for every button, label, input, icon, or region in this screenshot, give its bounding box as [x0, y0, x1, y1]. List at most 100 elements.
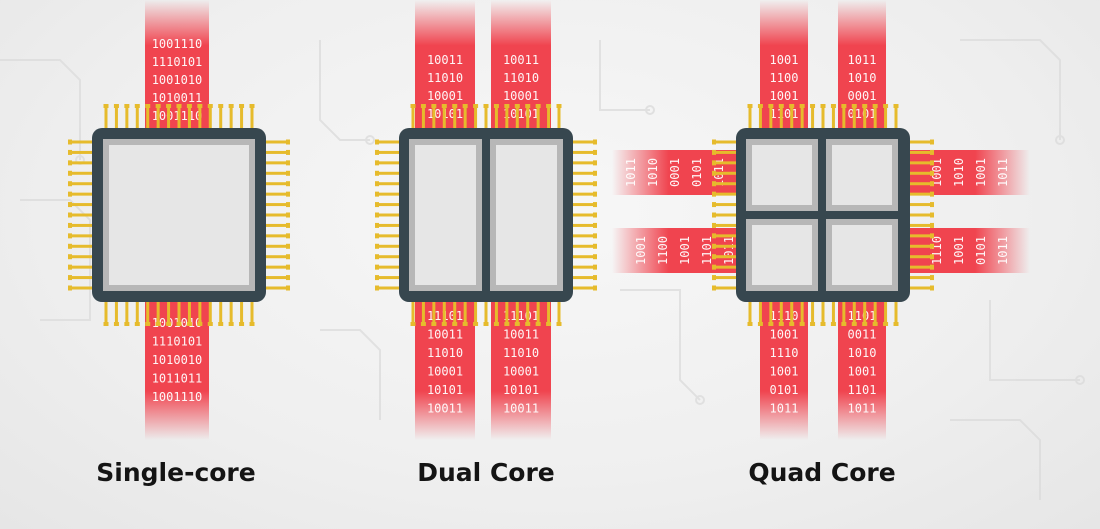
- pin: [286, 264, 290, 270]
- pin: [431, 322, 437, 326]
- pin: [266, 286, 288, 290]
- pin: [573, 161, 595, 165]
- pin: [286, 285, 290, 291]
- pin: [910, 161, 932, 165]
- pin: [186, 104, 192, 108]
- pin: [410, 104, 416, 108]
- bit-label: 1101: [770, 107, 799, 121]
- pin: [377, 192, 399, 196]
- pin: [712, 149, 716, 155]
- bit-label: 1011: [996, 236, 1010, 265]
- pin: [910, 182, 932, 186]
- pin: [810, 322, 816, 326]
- bit-label: 1001: [770, 89, 799, 103]
- pin: [573, 255, 595, 259]
- pin: [873, 302, 877, 324]
- pin: [930, 264, 934, 270]
- pin: [68, 149, 72, 155]
- pin: [145, 104, 151, 108]
- pin: [712, 181, 716, 187]
- pin: [70, 161, 92, 165]
- pin: [800, 106, 804, 128]
- pin: [573, 182, 595, 186]
- pin: [593, 139, 597, 145]
- pin: [70, 203, 92, 207]
- pin: [68, 139, 72, 145]
- pin: [712, 139, 716, 145]
- bit-label: 1001110: [152, 390, 203, 404]
- pin: [124, 104, 130, 108]
- pin: [769, 302, 773, 324]
- bit-label: 1010: [646, 158, 660, 187]
- bit-label: 1101: [848, 383, 877, 397]
- pin: [712, 212, 716, 218]
- pin: [910, 223, 932, 227]
- pin: [124, 322, 130, 326]
- bit-label: 1101: [848, 309, 877, 323]
- pin: [484, 302, 488, 324]
- pin: [910, 234, 932, 238]
- pin: [714, 192, 736, 196]
- pin: [893, 104, 899, 108]
- bit-label: 1110: [770, 346, 799, 360]
- pin: [377, 223, 399, 227]
- pin: [125, 106, 129, 128]
- pin: [421, 106, 425, 128]
- pin: [484, 106, 488, 128]
- bit-label: 1011: [624, 158, 638, 187]
- pin: [156, 302, 160, 324]
- pin: [377, 203, 399, 207]
- pin: [377, 255, 399, 259]
- pin: [375, 149, 379, 155]
- pin: [432, 302, 436, 324]
- bit-label: 10011: [503, 53, 539, 67]
- bit-label: 1110: [930, 236, 944, 265]
- pin: [70, 140, 92, 144]
- pin: [68, 222, 72, 228]
- pin: [930, 243, 934, 249]
- pin: [156, 106, 160, 128]
- pin: [198, 106, 202, 128]
- pin: [821, 106, 825, 128]
- pin: [68, 254, 72, 260]
- quad-core-chip: [712, 104, 934, 326]
- pin: [452, 322, 458, 326]
- pin: [714, 223, 736, 227]
- pin: [573, 265, 595, 269]
- pin: [68, 285, 72, 291]
- pin: [70, 255, 92, 259]
- pin: [166, 322, 172, 326]
- bit-label: 10001: [427, 89, 463, 103]
- bit-label: 1110: [770, 309, 799, 323]
- pin: [377, 150, 399, 154]
- pin: [266, 161, 288, 165]
- pin: [219, 106, 223, 128]
- pin: [852, 302, 856, 324]
- pin: [873, 106, 877, 128]
- pin: [930, 222, 934, 228]
- pin: [779, 106, 783, 128]
- pin: [573, 203, 595, 207]
- pin: [778, 104, 784, 108]
- pin: [114, 302, 118, 324]
- pin: [411, 302, 415, 324]
- pin: [68, 275, 72, 281]
- pin: [377, 286, 399, 290]
- pin: [593, 212, 597, 218]
- pin: [208, 302, 212, 324]
- pin: [799, 322, 805, 326]
- pin: [712, 222, 716, 228]
- pin: [70, 192, 92, 196]
- pin: [593, 181, 597, 187]
- pin: [68, 264, 72, 270]
- pin: [910, 213, 932, 217]
- pin: [930, 275, 934, 281]
- pin: [863, 302, 867, 324]
- pin: [884, 106, 888, 128]
- bit-label: 0101: [770, 383, 799, 397]
- pin: [930, 254, 934, 260]
- pin: [68, 212, 72, 218]
